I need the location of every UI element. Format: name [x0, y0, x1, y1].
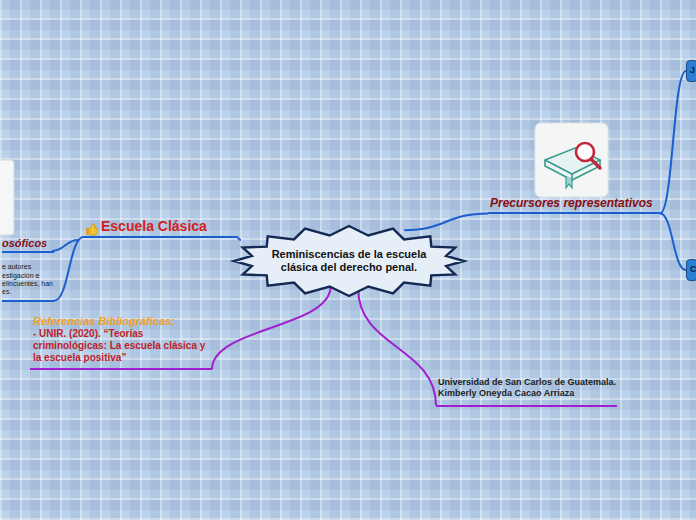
thumbs-up-icon: [86, 224, 98, 235]
body-text: - UNIR. (2020). “Teorías criminológicas:…: [33, 328, 212, 364]
topic-text: Referencias Bibliográficas:: [33, 315, 212, 328]
topic-text: C: [690, 264, 696, 275]
branch-topic: Referencias Bibliográficas:- UNIR. (2020…: [30, 315, 212, 370]
topic-box: C: [686, 259, 696, 281]
burst-shape: [234, 226, 464, 296]
topic-text: osóficos: [2, 237, 54, 253]
branch-connector: [660, 71, 686, 213]
topic-text: J: [690, 65, 696, 76]
branch-connector: [660, 213, 686, 270]
branch-topic: osóficos e autores estigación e elincuent…: [2, 237, 54, 302]
topic-text: Universidad de San Carlos de Guatemala. …: [438, 377, 617, 399]
branch-topic: Escuela Clásica: [84, 218, 236, 238]
branch-connector: [358, 289, 436, 406]
branch-connector: [236, 237, 241, 240]
topic-text: Escuela Clásica: [101, 218, 236, 235]
topic-box: J: [686, 60, 696, 82]
topic-text: Reminiscencias de la escuela clásica del…: [268, 248, 430, 274]
topic-text: Precursores representativos: [490, 196, 660, 210]
branch-topic: Universidad de San Carlos de Guatemala. …: [436, 377, 617, 407]
branch-topic: Precursores representativos: [488, 196, 660, 214]
branch-connector: [404, 213, 488, 230]
branch-connector: [54, 237, 84, 301]
body-text: e autores estigación e elincuentes, han …: [2, 263, 54, 297]
branch-connector: [212, 286, 331, 369]
central-topic: Reminiscencias de la escuela clásica del…: [234, 226, 464, 296]
image-box: [0, 160, 14, 235]
book-magnifier-icon: [535, 123, 608, 197]
